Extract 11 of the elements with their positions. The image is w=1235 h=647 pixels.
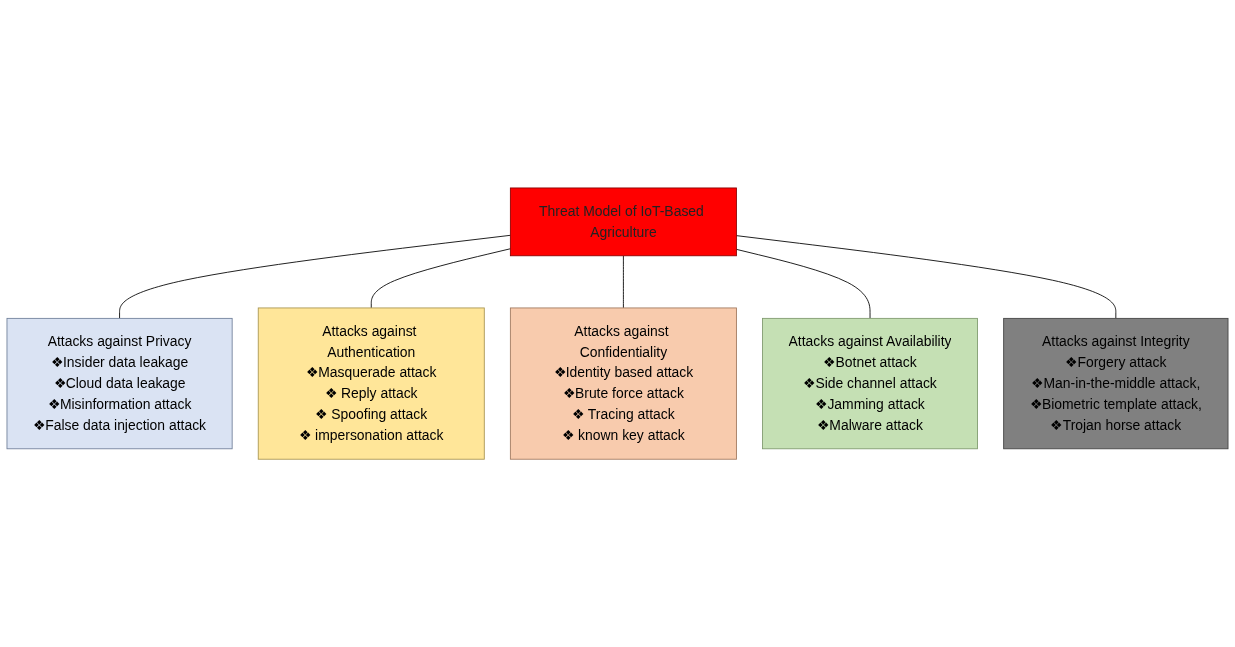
node-box: Attacks against Confidentiality ❖Identity based attack ❖Brute force attack ❖ Tracing attack ❖ known key attack: [509, 307, 737, 460]
connector: [119, 234, 511, 319]
node-box: Attacks against Authentication ❖Masquerade attack ❖ Reply attack ❖ Spoofing attack ❖ impersonation attack: [257, 307, 485, 460]
connector: [622, 255, 624, 309]
connector: [736, 248, 871, 319]
node-box: Attacks against Integrity ❖Forgery attack ❖Man-in-the-middle attack, ❖Biometric template attack, ❖Trojan horse attack: [1003, 317, 1229, 450]
node-box: Attacks against Availability ❖Botnet attack ❖Side channel attack ❖Jamming attack ❖Malware attack: [762, 317, 978, 450]
node-box: Threat Model of IoT-Based Agriculture: [509, 187, 737, 257]
connector: [736, 235, 1117, 319]
connector: [370, 248, 511, 309]
node-box: Attacks against Privacy ❖Insider data leakage ❖Cloud data leakage ❖Misinformation attack ❖False data injection attack: [6, 317, 233, 450]
